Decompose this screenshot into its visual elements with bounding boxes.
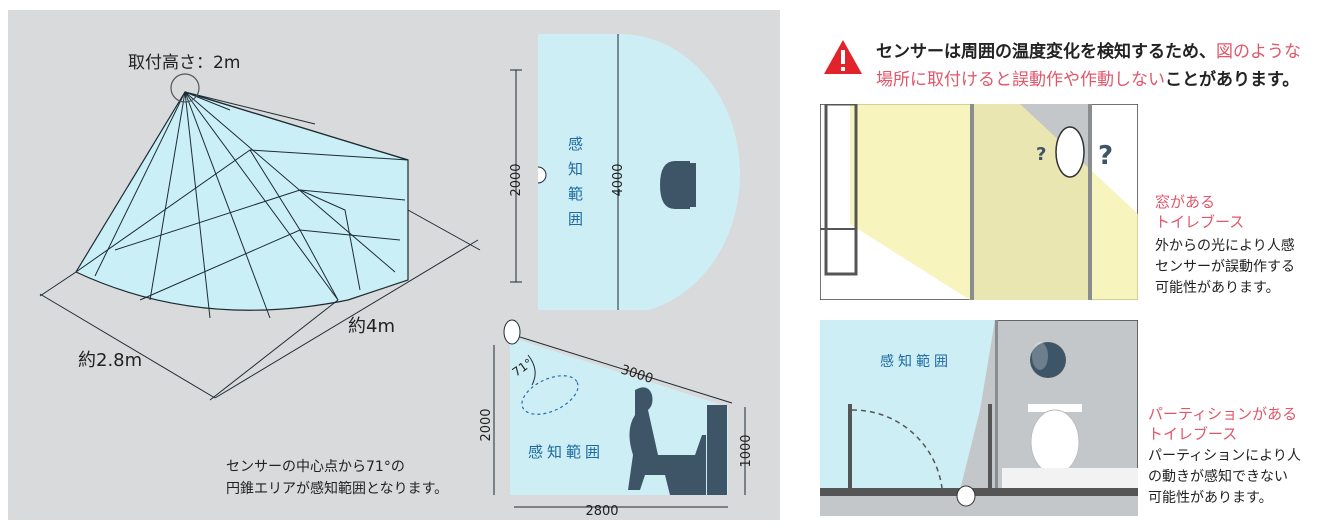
window-booth-illustration: ? ?: [820, 104, 1138, 300]
caption-line1: センサーの中心点から71°の: [226, 459, 405, 475]
warning-text-part1: センサーは周囲の温度変化を検知するため、: [876, 42, 1216, 62]
width-label: 約2.8m: [78, 350, 142, 371]
top-view-area-label: 感知範囲: [568, 135, 584, 228]
top-dim-4000: 4000: [611, 163, 626, 196]
case2-desc-line1: パーティションにより人: [1148, 448, 1301, 464]
case2-desc-line2: の動きが感知できない: [1148, 469, 1288, 485]
cone-shape: [75, 91, 409, 311]
case2-area-label: 感知範囲: [880, 353, 952, 370]
case1-text: 窓がある トイレブース 外からの光により人感 センサーが誤動作する 可能性があり…: [1155, 192, 1325, 299]
height-label: 取付高さ：2m: [128, 53, 240, 73]
case1-title-line1: 窓がある: [1155, 193, 1216, 211]
person-toilet-icon: [628, 387, 727, 495]
warning-icon: [824, 40, 862, 74]
case1-desc-line1: 外からの光により人感: [1155, 238, 1295, 254]
cone-rays: [75, 91, 409, 319]
warning-text-highlight: 図のような場所に取付けると誤動作や作動しない: [876, 42, 1301, 90]
side-dim-1000: 1000: [739, 434, 754, 467]
top-view-area: [538, 34, 740, 310]
sensor-icon: [956, 485, 976, 507]
top-view-diagram: 2000 4000: [509, 34, 740, 310]
partition-booth-illustration: 感知範囲: [820, 320, 1138, 516]
sensor-icon: [537, 166, 547, 184]
cone-diagram: 取付高さ：2m 約2.8m 約4m: [39, 53, 481, 401]
warning-text-part2: ことがあります。: [1165, 70, 1300, 90]
toilet-top-icon: [1030, 409, 1080, 475]
case1-desc-line2: センサーが誤動作する: [1155, 259, 1295, 275]
person-top-icon: [1030, 342, 1066, 378]
top-dim-2000: 2000: [509, 163, 524, 196]
warning-text: センサーは周囲の温度変化を検知するため、図のような場所に取付けると誤動作や作動し…: [876, 38, 1316, 94]
case2-text: パーティションがある トイレブース パーティションにより人 の動きが感知できない…: [1148, 404, 1326, 509]
sensor-icon: [1055, 126, 1085, 178]
case1-title-line2: トイレブース: [1155, 213, 1245, 231]
sensor-mount-icon: [170, 73, 200, 103]
case2-title-line1: パーティションがある: [1148, 405, 1298, 423]
side-area-label: 感知範囲: [528, 443, 604, 461]
question-mark-right: ?: [1098, 141, 1113, 171]
caption: センサーの中心点から71°の 円錐エリアが感知範囲となります。: [226, 456, 496, 500]
toilet-top-icon: [660, 161, 690, 209]
side-view-diagram: 2000 1000 2800 3000 71° 感知範囲: [479, 319, 754, 519]
caption-line2: 円錐エリアが感知範囲となります。: [226, 481, 449, 497]
side-dim-2000: 2000: [479, 408, 494, 441]
case2-desc-line3: 可能性があります。: [1148, 490, 1273, 506]
cone-dimension-lines: [39, 209, 481, 401]
case2-title-line2: トイレブース: [1148, 425, 1238, 443]
depth-label: 約4m: [348, 316, 395, 337]
side-dim-2800: 2800: [585, 504, 618, 519]
side-sensor-icon: [503, 319, 521, 345]
case1-desc-line3: 可能性があります。: [1155, 280, 1280, 296]
question-mark-left: ?: [1036, 144, 1046, 165]
